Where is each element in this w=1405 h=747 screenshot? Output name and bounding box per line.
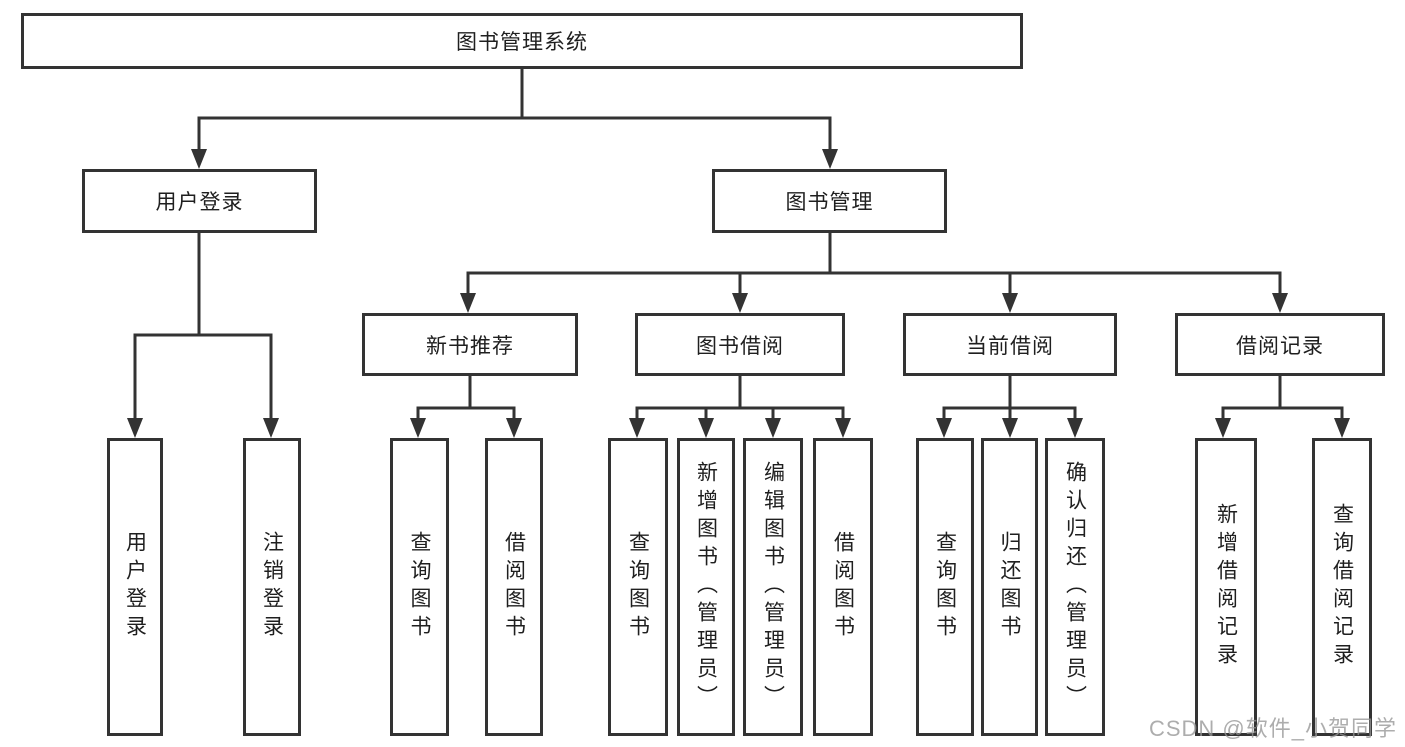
node-leaf-edit-books: 编辑图书（管理员）: [743, 438, 803, 736]
node-root: 图书管理系统: [21, 13, 1023, 69]
node-leaf-return-books: 归还图书: [981, 438, 1038, 736]
node-leaf-logout: 注销登录: [243, 438, 301, 736]
node-current-borrowing: 当前借阅: [903, 313, 1117, 376]
node-user-login: 用户登录: [82, 169, 317, 233]
node-borrowing-records: 借阅记录: [1175, 313, 1385, 376]
node-leaf-query-books-1: 查询图书: [390, 438, 449, 736]
node-leaf-add-books: 新增图书（管理员）: [677, 438, 735, 736]
node-leaf-confirm-return: 确认归还（管理员）: [1045, 438, 1105, 736]
node-book-management: 图书管理: [712, 169, 947, 233]
node-leaf-query-books-3: 查询图书: [916, 438, 974, 736]
node-leaf-borrow-books-2: 借阅图书: [813, 438, 873, 736]
node-leaf-query-books-2: 查询图书: [608, 438, 668, 736]
node-leaf-query-borrow-rec: 查询借阅记录: [1312, 438, 1372, 736]
node-leaf-user-login: 用户登录: [107, 438, 163, 736]
node-leaf-borrow-books-1: 借阅图书: [485, 438, 543, 736]
node-new-book-recommend: 新书推荐: [362, 313, 578, 376]
node-leaf-add-borrow-rec: 新增借阅记录: [1195, 438, 1257, 736]
node-book-borrowing: 图书借阅: [635, 313, 845, 376]
watermark: CSDN @软件_小贺同学: [1148, 716, 1397, 741]
